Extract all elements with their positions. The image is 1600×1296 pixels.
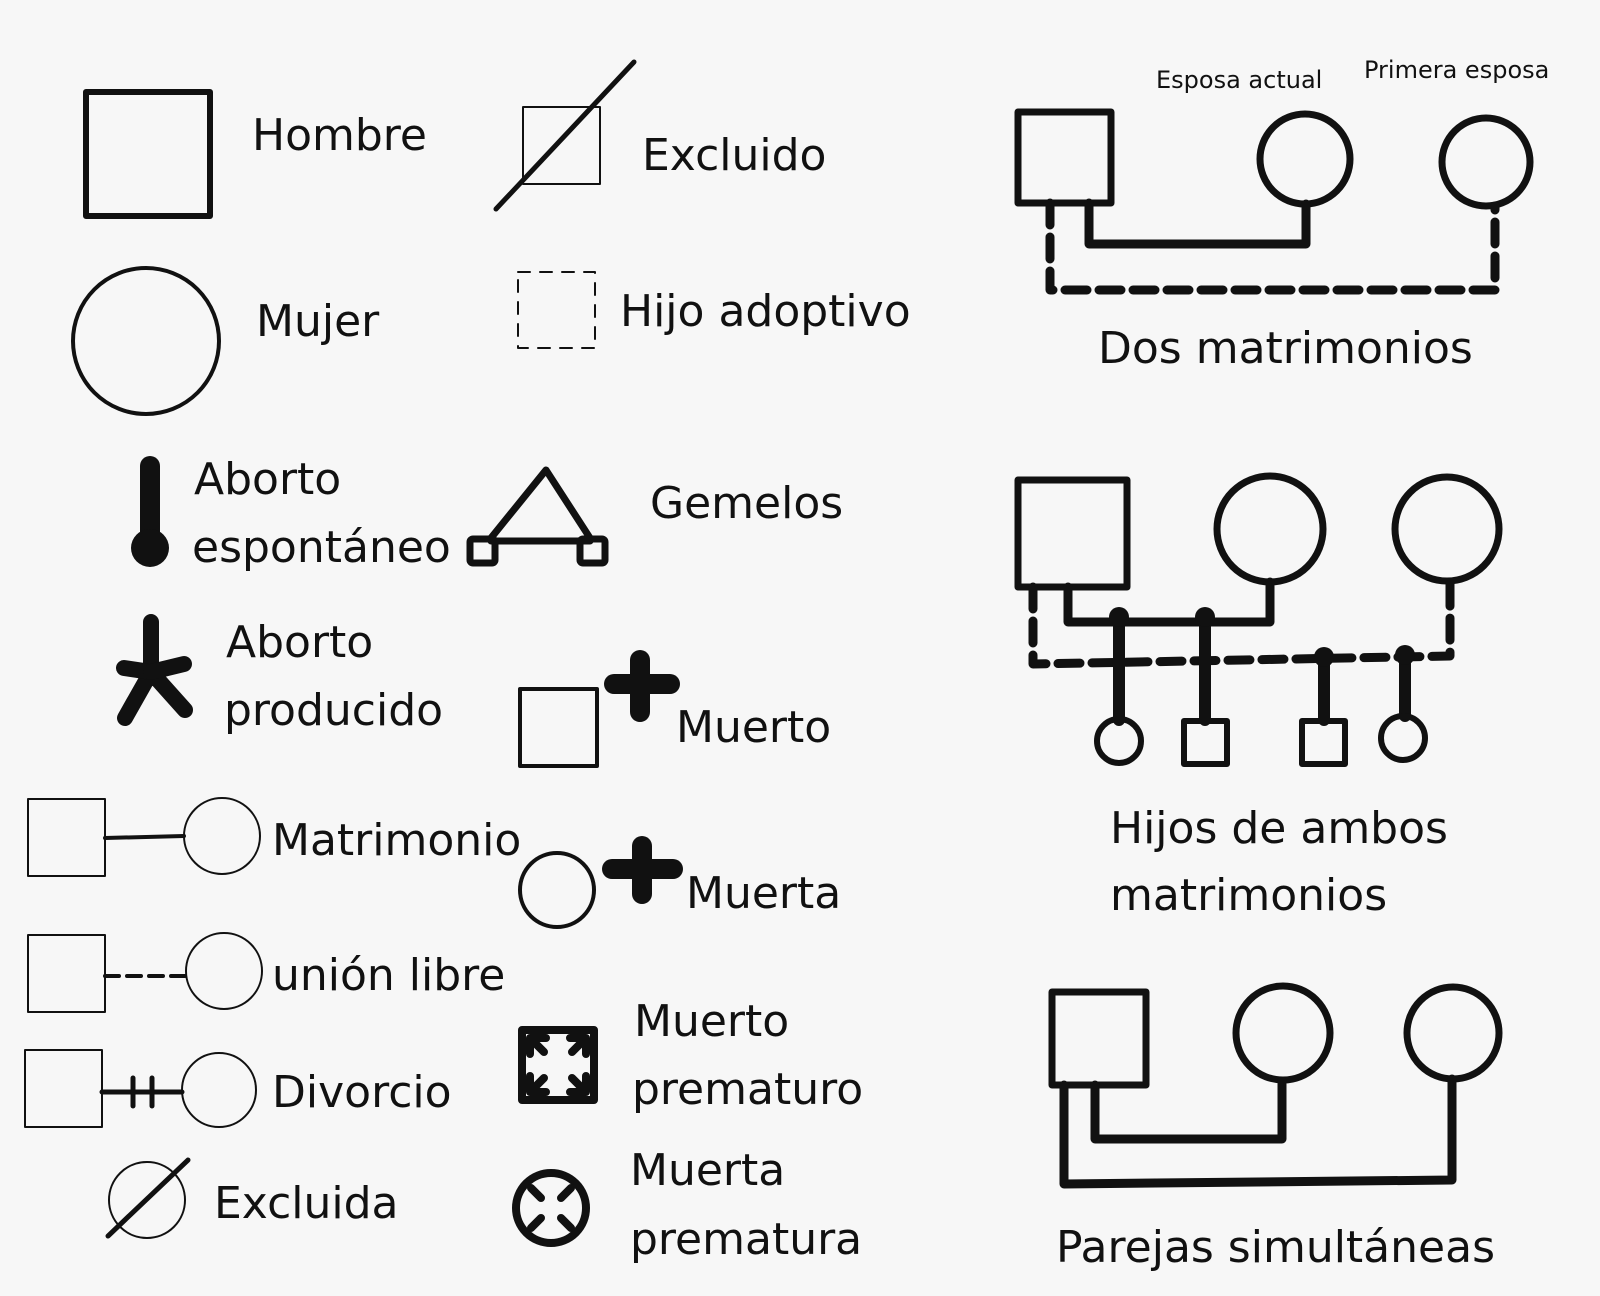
legend-muerta-prematura: Muerta prematura [512,1145,862,1265]
simultaneous-partner-1-circle-icon [1232,982,1334,1084]
label-muerto-prematuro-1: Muerto [634,996,789,1047]
marriage-line-icon [103,834,186,840]
twins-icon [466,466,609,567]
label-aborto-espontaneo-1: Aborto [194,454,341,505]
label-muerto-prematuro-2: prematuro [632,1064,863,1115]
label-excluida: Excluida [214,1178,399,1229]
two-marriages-current-line-icon [1084,198,1311,249]
label-muerta: Muerta [686,868,841,919]
two-marriages-first-wife-circle-icon [1438,114,1534,210]
legend-gemelos: Gemelos [466,466,843,567]
legend-hijo-adoptivo: Hijo adoptivo [517,271,911,349]
free-union-male-square-icon [27,934,106,1013]
deceased-female-cross-icon [602,836,683,904]
title-hijos-ambos-2: matrimonios [1110,870,1387,921]
legend-matrimonio: Matrimonio [27,797,521,877]
excluded-male-slash-icon [493,59,637,212]
label-excluido: Excluido [642,130,826,181]
marriage-female-circle-icon [183,797,261,875]
male-square-icon [83,89,213,219]
legend-aborto-producido: Aborto producido [116,614,443,736]
divorce-line-icon [99,1075,185,1109]
spontaneous-abortion-dot-icon [131,529,169,567]
legend-mujer: Mujer [71,266,380,416]
title-hijos-ambos-1: Hijos de ambos [1110,803,1448,854]
example-dos-matrimonios: Esposa actual Primera esposa Dos matrimo… [1014,56,1549,374]
two-marriages-male-square-icon [1014,108,1115,207]
excluded-female-circle-icon [108,1161,186,1239]
label-aborto-producido-1: Aborto [226,617,373,668]
label-muerto: Muerto [676,702,831,753]
induced-abortion-icon [116,614,193,726]
label-primera-esposa: Primera esposa [1364,56,1549,84]
example-parejas-simultaneas: Parejas simultáneas [1048,982,1503,1273]
two-marriages-current-wife-circle-icon [1256,110,1354,208]
label-mujer: Mujer [256,296,380,347]
adopted-child-dashed-square-icon [517,271,596,349]
child-4-female-circle-icon [1378,713,1428,763]
label-gemelos: Gemelos [650,478,843,529]
both-marriages-line-1-icon [1063,577,1275,627]
example-hijos-ambos: Hijos de ambos matrimonios [1014,472,1503,921]
simultaneous-line-2-icon [1059,1074,1457,1189]
label-hijo-adoptivo: Hijo adoptivo [620,286,911,337]
child-3-male-square-icon [1299,718,1348,767]
label-aborto-espontaneo-2: espontáneo [192,522,451,573]
legend-union-libre: unión libre [27,932,505,1013]
legend-hombre: Hombre [83,89,427,219]
both-marriages-wife-2-circle-icon [1391,473,1503,585]
label-muerta-prematura-2: prematura [630,1214,862,1265]
deceased-female-circle-icon [518,851,596,929]
simultaneous-line-1-icon [1090,1076,1287,1144]
marriage-male-square-icon [27,798,106,877]
child-1-female-circle-icon [1094,716,1144,766]
legend-aborto-espontaneo: Aborto espontáneo [131,454,451,573]
free-union-female-circle-icon [185,932,263,1010]
legend-muerto-prematuro: Muerto prematuro [518,996,863,1115]
legend-muerta: Muerta [518,836,841,929]
legend-excluido: Excluido [493,59,826,212]
premature-deceased-male-icon [518,1026,598,1104]
excluded-female-slash-icon [105,1157,191,1239]
simultaneous-male-square-icon [1048,988,1150,1089]
divorce-female-circle-icon [181,1052,257,1128]
both-marriages-child-dots [1109,607,1415,667]
legend-muerto: Muerto [518,650,831,768]
both-marriages-male-square-icon [1014,476,1131,591]
label-esposa-actual: Esposa actual [1156,66,1322,94]
label-divorcio: Divorcio [272,1067,452,1118]
divorce-male-square-icon [24,1049,103,1128]
child-2-male-square-icon [1181,718,1230,767]
label-matrimonio: Matrimonio [272,815,521,866]
both-marriages-dashed-line-2-icon [1028,579,1455,669]
label-hombre: Hombre [252,110,427,161]
legend-excluida: Excluida [105,1157,399,1239]
both-marriages-child-stems [1113,610,1411,726]
legend-divorcio: Divorcio [24,1049,452,1128]
excluded-male-square-icon [522,106,601,185]
female-circle-icon [71,266,221,416]
both-marriages-wife-1-circle-icon [1213,472,1327,586]
deceased-male-cross-icon [604,650,680,722]
label-aborto-producido-2: producido [224,685,443,736]
simultaneous-partner-2-circle-icon [1403,983,1503,1083]
title-parejas-simultaneas: Parejas simultáneas [1056,1222,1495,1273]
label-muerta-prematura-1: Muerta [630,1145,785,1196]
premature-deceased-female-icon [512,1169,590,1247]
deceased-male-square-icon [518,687,599,768]
two-marriages-first-dashed-line-icon [1045,198,1500,295]
title-dos-matrimonios: Dos matrimonios [1098,323,1473,374]
label-union-libre: unión libre [272,950,505,1001]
